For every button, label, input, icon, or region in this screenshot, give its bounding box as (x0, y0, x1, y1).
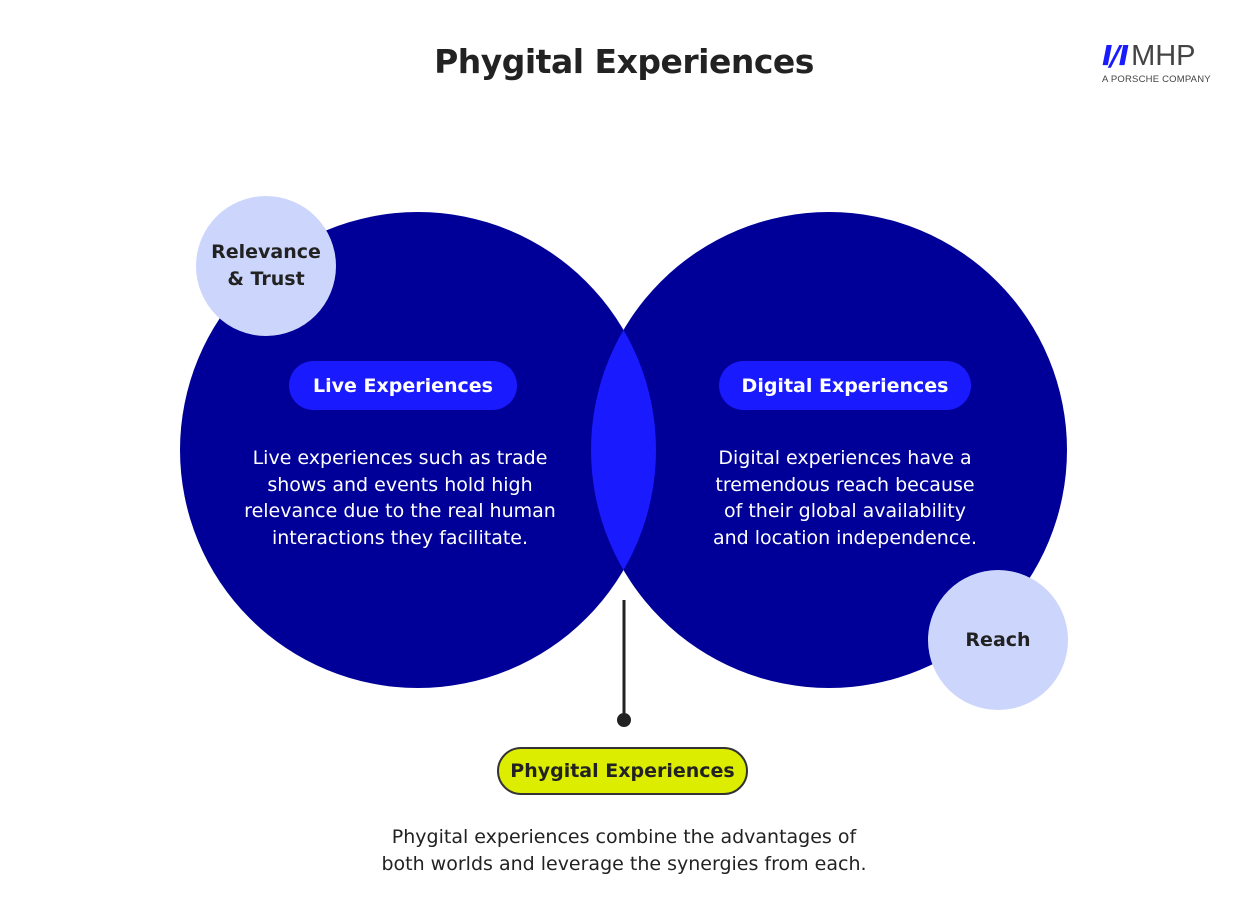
reach-bubble-shape (928, 570, 1068, 710)
text-line: Live experiences such as trade (252, 447, 548, 469)
text-line: both worlds and leverage the synergies f… (381, 853, 867, 875)
text-line: interactions they facilitate. (271, 526, 529, 549)
text-line: and location independence. (712, 526, 978, 549)
phygital-experiences-label: Phygital Experiences (497, 747, 748, 795)
live-description: Live experiences such as trade shows and… (210, 445, 590, 551)
logo-tagline: A PORSCHE COMPANY (1102, 74, 1211, 85)
digital-circle (591, 212, 1067, 688)
mhp-logo: I/I MHP A PORSCHE COMPANY (1102, 39, 1212, 86)
page-title: Phygital Experiences (434, 42, 814, 81)
bubble-line: Reach (965, 628, 1031, 651)
live-circle (180, 212, 656, 688)
text-line: Digital experiences have a (718, 447, 972, 469)
phygital-description: Phygital experiences combine the advanta… (0, 824, 1248, 878)
bubble-line: & Trust (227, 268, 305, 290)
digital-description: Digital experiences have a tremendous re… (655, 445, 1035, 551)
relevance-trust-bubble: Relevance & Trust (196, 196, 336, 336)
digital-experiences-label: Digital Experiences (719, 361, 971, 410)
bubble-line: Relevance (211, 241, 321, 263)
logo-name: MHP (1131, 40, 1196, 72)
text-line: of their global availability (724, 500, 966, 522)
logo-mark: I/I (1102, 39, 1129, 72)
text-line: tremendous reach because (715, 473, 975, 496)
connector-dot (617, 713, 631, 727)
relevance-bubble-shape (196, 196, 336, 336)
text-line: relevance due to the real human (244, 500, 556, 522)
text-line: Phygital experiences combine the advanta… (391, 826, 857, 848)
live-experiences-label: Live Experiences (289, 361, 517, 410)
reach-bubble: Reach (928, 570, 1068, 710)
text-line: shows and events hold high (267, 473, 533, 496)
